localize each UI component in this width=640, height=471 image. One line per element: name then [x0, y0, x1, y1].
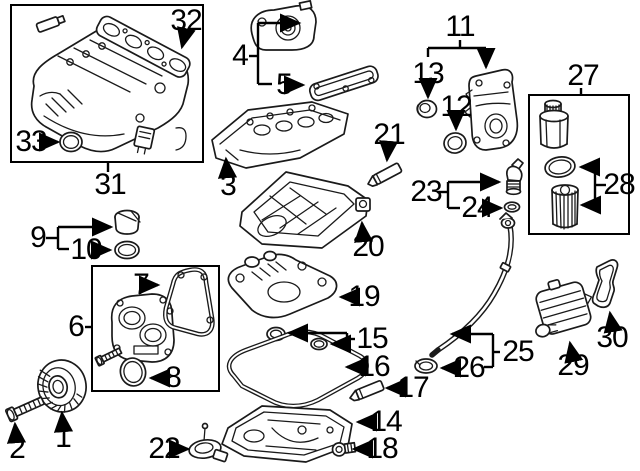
callout-27: 27 — [567, 59, 599, 92]
callout-13: 13 — [412, 57, 444, 90]
sender-seal-drawing — [503, 201, 521, 213]
cover-bolt-drawing — [94, 347, 123, 367]
crank-seal-drawing — [119, 357, 147, 387]
callout-33: 33 — [15, 125, 47, 158]
callout-14: 14 — [370, 405, 402, 438]
callout-12: 12 — [440, 90, 472, 123]
cooler-gasket-drawing — [591, 259, 619, 309]
sealant-tube-drawing — [367, 162, 403, 187]
callout-6: 6 — [68, 310, 85, 343]
separator-gasket-drawing — [308, 65, 379, 102]
callout-2: 2 — [9, 432, 26, 465]
shaft-seal-drawing — [443, 132, 467, 154]
callout-11: 11 — [445, 10, 475, 43]
timing-cover-gasket-drawing — [163, 267, 215, 337]
callout-17: 17 — [397, 371, 429, 404]
callout-32: 32 — [170, 4, 202, 37]
pulley-bolt-drawing — [4, 396, 46, 423]
callout-4: 4 — [232, 39, 249, 72]
callout-25: 25 — [502, 335, 534, 368]
intake-gasket-drawing — [95, 15, 191, 78]
timing-cover-lower-drawing — [110, 293, 175, 363]
callout-26: 26 — [453, 351, 485, 384]
filler-cap-drawing — [114, 209, 141, 235]
callout-9: 9 — [30, 221, 47, 254]
callout-20: 20 — [352, 230, 384, 263]
callout-30: 30 — [596, 321, 628, 354]
callout-10: 10 — [70, 233, 102, 266]
group-box-oil-filter — [528, 94, 630, 235]
callout-22: 22 — [148, 432, 180, 465]
callout-18: 18 — [366, 432, 398, 465]
tube-seal-drawing — [414, 358, 438, 374]
group-box-timing-cover — [91, 265, 220, 392]
baffle-plate-drawing — [227, 250, 338, 319]
oil-filter-drawing — [539, 99, 569, 149]
filler-cap-seal-drawing — [114, 240, 140, 260]
filter-oring-drawing — [544, 156, 576, 178]
filter-element-drawing — [551, 184, 579, 230]
callout-3: 3 — [220, 169, 237, 202]
timing-cover-upper-drawing — [464, 68, 519, 151]
oil-level-sensor-drawing — [188, 422, 229, 463]
sealing-plug-drawing — [416, 99, 438, 119]
sealant-tube2-drawing — [349, 380, 385, 402]
callout-16: 16 — [358, 350, 390, 383]
pressure-sender-drawing — [505, 158, 524, 196]
oil-cooler-drawing — [535, 278, 593, 338]
callout-19: 19 — [348, 280, 380, 313]
drain-plug-drawing — [331, 441, 357, 457]
callout-24: 24 — [461, 191, 493, 224]
crankshaft-pulley-drawing — [37, 359, 87, 413]
oil-pan-gasket-drawing — [226, 329, 369, 409]
ladder-frame-drawing — [239, 171, 371, 249]
callout-29: 29 — [557, 349, 589, 382]
callout-21: 21 — [373, 118, 405, 151]
callout-23: 23 — [410, 175, 442, 208]
callout-1: 1 — [55, 421, 72, 454]
callout-28: 28 — [603, 168, 635, 201]
callout-5: 5 — [276, 68, 293, 101]
callout-15: 15 — [356, 322, 388, 355]
callout-8: 8 — [165, 361, 182, 394]
callout-7: 7 — [133, 268, 150, 301]
callout-31: 31 — [94, 168, 126, 201]
